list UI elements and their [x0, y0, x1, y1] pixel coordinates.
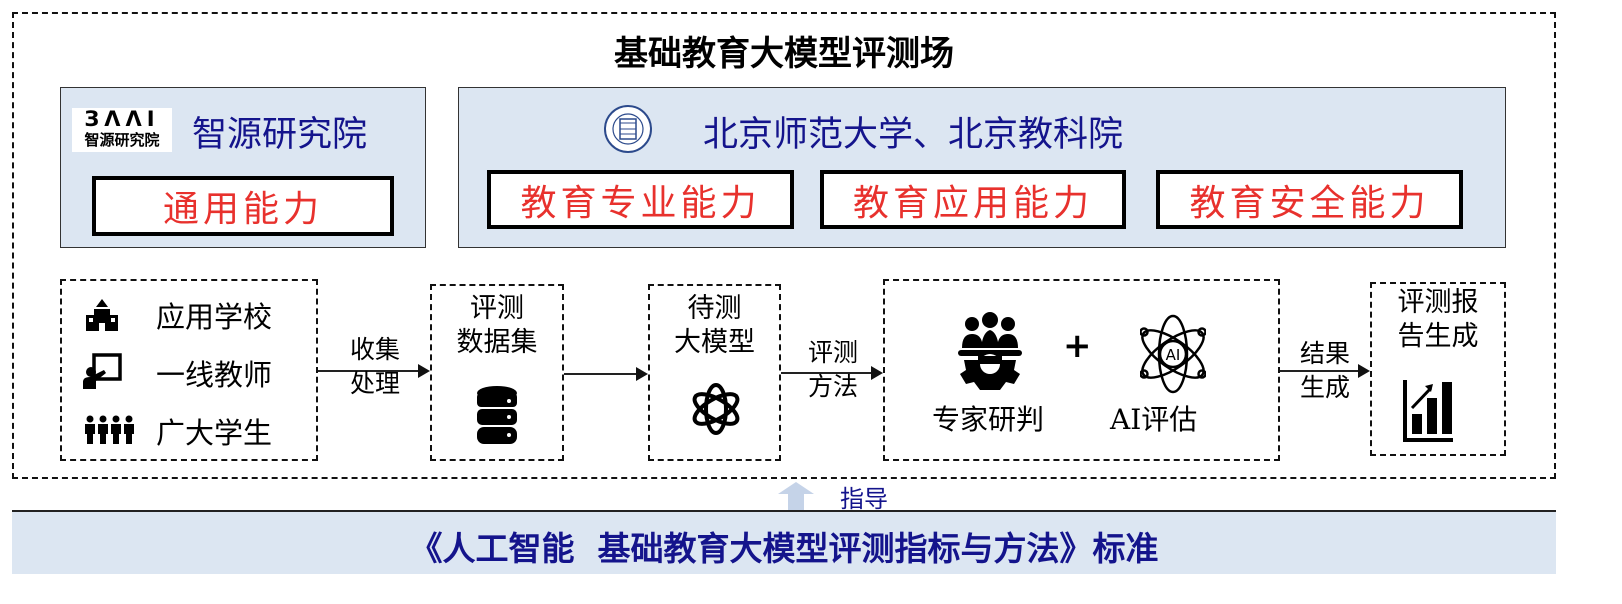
openai-icon	[692, 383, 740, 435]
dataset-line2: 数据集	[456, 327, 538, 358]
bnu-logo	[604, 105, 652, 153]
capability-edu-application: 教育应用能力	[820, 170, 1126, 229]
model-box	[648, 284, 781, 461]
expert-icon	[958, 312, 1022, 390]
data-sources-box	[60, 279, 318, 461]
capability-edu-professional: 教育专业能力	[487, 170, 794, 229]
model-line1: 待测	[687, 293, 742, 324]
capability-edu-safety: 教育安全能力	[1156, 170, 1463, 229]
standard-bar	[12, 510, 1556, 574]
capability-general: 通用能力	[92, 176, 394, 236]
bnu-name: 北京师范大学、北京教科院	[703, 115, 1124, 155]
method-line2: 方法	[807, 372, 858, 401]
dataset-label: 评测数据集	[430, 292, 564, 360]
page-title: 基础教育大模型评测场	[614, 34, 954, 74]
report-line1: 评测报	[1397, 287, 1479, 318]
source-students: 广大学生	[156, 416, 273, 450]
ai-atom-icon: AI	[1140, 314, 1206, 394]
evaluation-field-frame	[12, 12, 1556, 479]
model-label: 待测大模型	[648, 292, 781, 360]
arrow-result	[1280, 364, 1370, 378]
collect-line1: 收集	[349, 335, 400, 364]
plus-sign: +	[1063, 326, 1092, 366]
methods-box	[883, 279, 1280, 461]
database-icon	[477, 386, 517, 444]
collect-line2: 处理	[349, 369, 400, 398]
result-label: 结果生成	[1290, 337, 1360, 405]
dataset-box	[430, 284, 564, 461]
arrow-method	[781, 366, 883, 380]
model-line2: 大模型	[674, 327, 755, 358]
report-chart-icon	[1403, 380, 1453, 442]
baai-name: 智源研究院	[192, 115, 368, 155]
method-line1: 评测	[807, 338, 858, 367]
source-teacher: 一线教师	[156, 358, 273, 392]
expert-label: 专家研判	[932, 403, 1045, 436]
report-line2: 告生成	[1397, 321, 1479, 352]
method-label: 评测方法	[798, 336, 868, 404]
source-school: 应用学校	[156, 300, 273, 334]
ai-eval-label: AI评估	[1110, 403, 1198, 436]
guide-label: 指导	[840, 485, 888, 513]
arrow-collect	[318, 364, 430, 378]
standard-title: 《人工智能 基础教育大模型评测指标与方法》标准	[409, 529, 1159, 568]
report-box	[1370, 282, 1506, 456]
students-icon	[85, 415, 134, 444]
result-line2: 生成	[1299, 373, 1350, 402]
baai-logo: ЗΛΛI 智源研究院	[72, 108, 172, 152]
up-arrow-icon	[778, 482, 814, 510]
report-label: 评测报告生成	[1370, 286, 1506, 354]
svg-text:AI: AI	[1166, 346, 1181, 364]
school-icon	[86, 299, 118, 331]
dataset-line1: 评测	[470, 293, 524, 324]
teacher-icon	[83, 353, 122, 389]
result-line1: 结果	[1299, 339, 1350, 368]
arrow-to-model	[564, 367, 648, 381]
step-collect-label: 收集处理	[340, 333, 410, 401]
